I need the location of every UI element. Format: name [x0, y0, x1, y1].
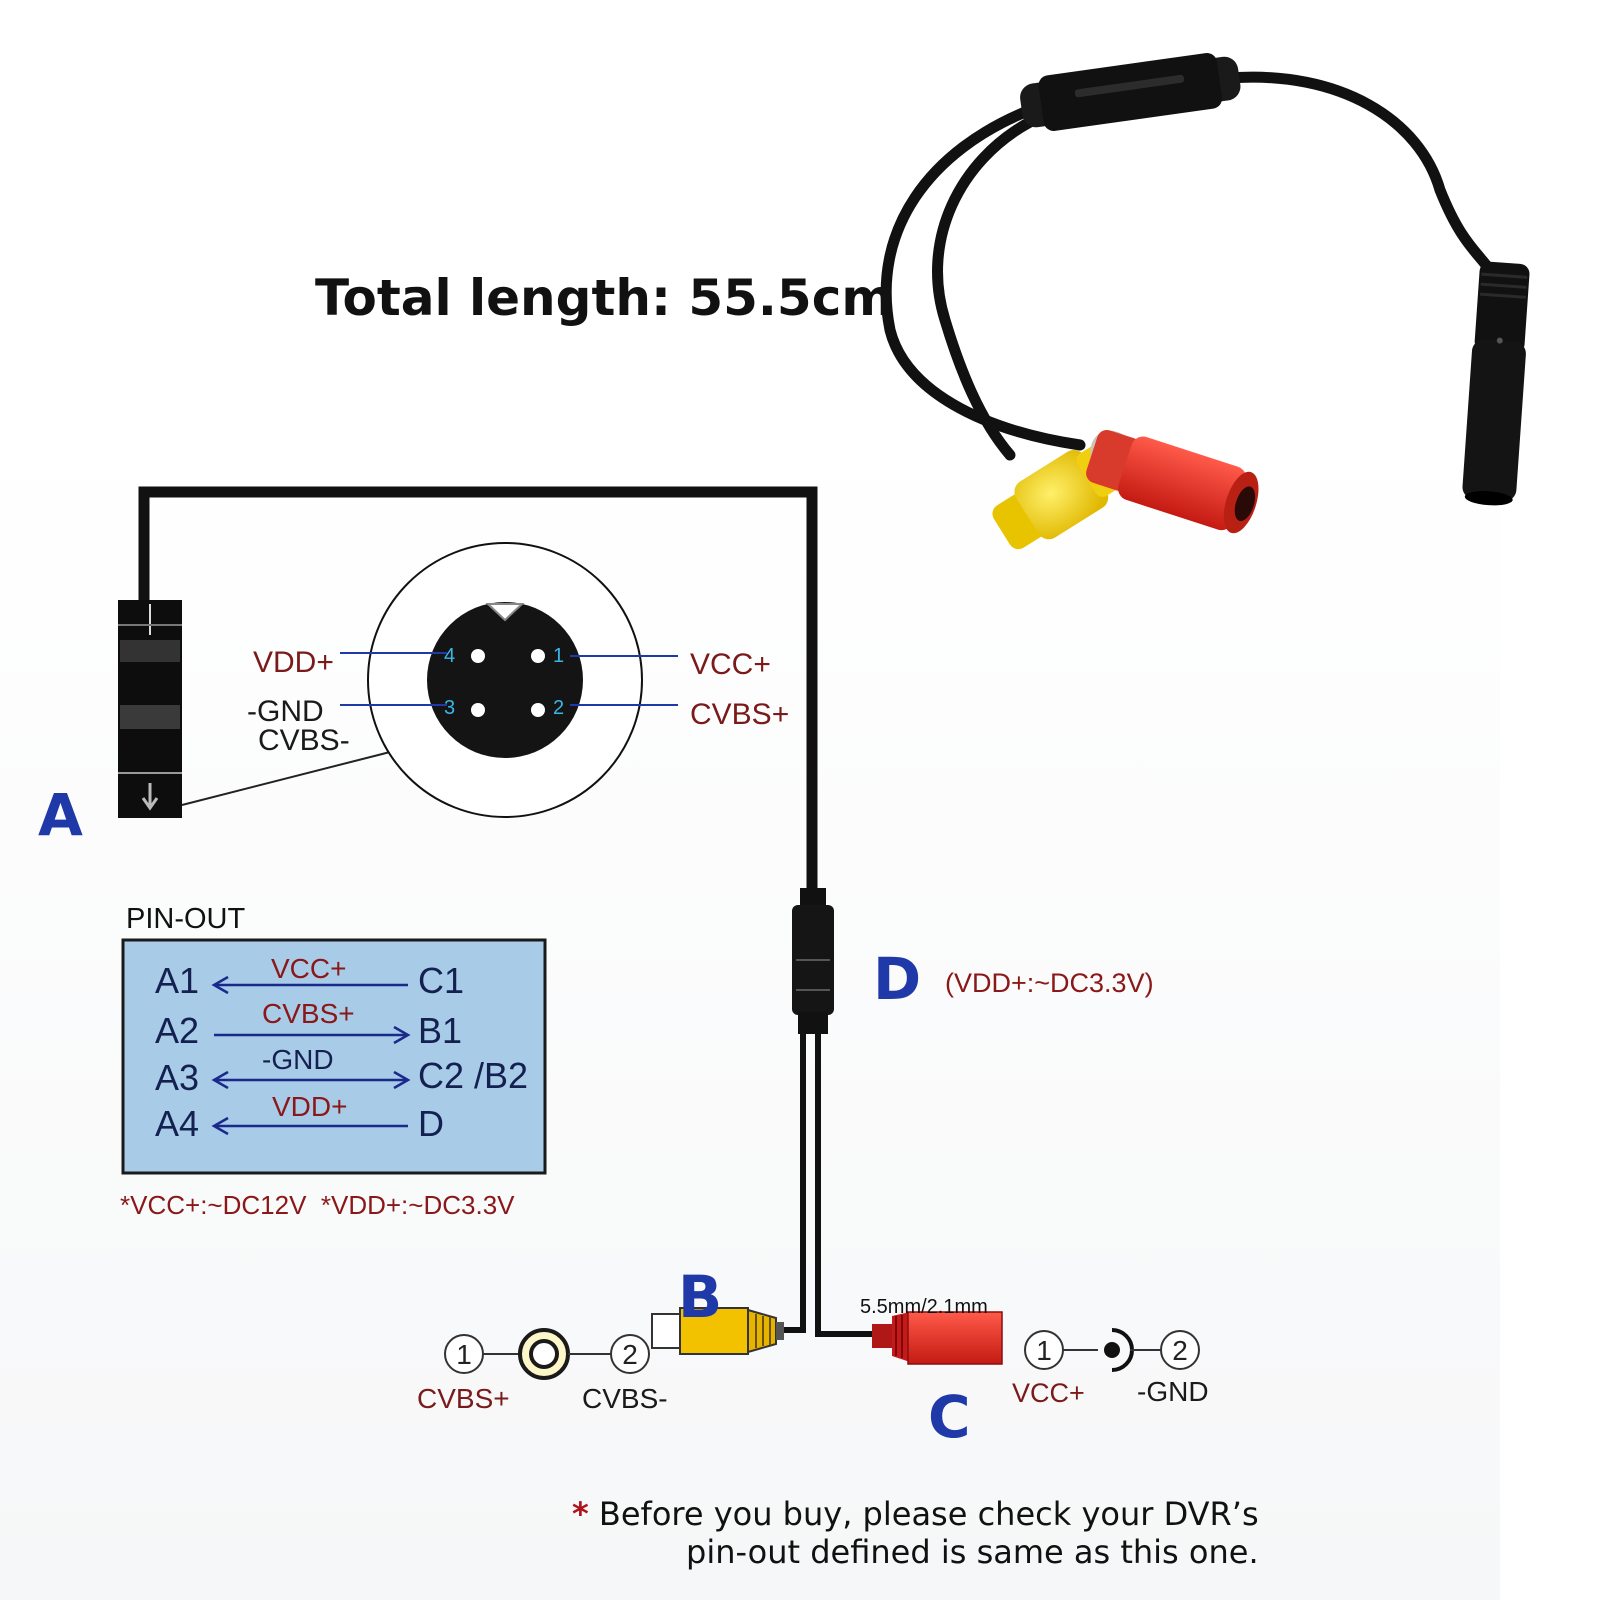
pin-3-num: 3	[444, 697, 455, 719]
c-label-vcc: VCC+	[1012, 1378, 1085, 1408]
connector-b-plug	[651, 1307, 784, 1355]
pinout-table-bg	[121, 938, 547, 1175]
b-pin-2: 2	[622, 1339, 638, 1370]
rca-symbol	[444, 1328, 650, 1380]
pinout-row-4-right: D	[418, 1103, 444, 1144]
pinout-row-1-signal: VCC+	[271, 953, 347, 984]
connector-c-plug	[872, 1311, 1003, 1365]
pinout-row-2-left: A2	[155, 1010, 200, 1051]
dc-jack-symbol	[1024, 1328, 1200, 1372]
pin-3-label-cvbs: CVBS-	[258, 724, 350, 757]
pinout-row-4-left: A4	[155, 1103, 200, 1144]
pinout-row-3-signal: -GND	[262, 1044, 334, 1075]
connector-a-face: 4 3 1 2	[340, 542, 678, 818]
pinout-row-1-left: A1	[155, 960, 200, 1001]
pin-2-num: 2	[553, 697, 564, 719]
pin-2-label: CVBS+	[690, 698, 790, 731]
connector-d-plug	[792, 888, 834, 1034]
note-line-1: Before you buy, please check your DVR’s	[598, 1495, 1259, 1533]
pinout-row-1-right: C1	[418, 960, 465, 1001]
c-pin-1: 1	[1036, 1335, 1052, 1366]
pin-4-label: VDD+	[253, 646, 334, 679]
buyer-note: * Before you buy, please check your DVR’…	[572, 1495, 1259, 1571]
pinout-footnote: *VCC+:~DC12V *VDD+:~DC3.3V	[120, 1190, 515, 1220]
note-star: *	[572, 1495, 589, 1533]
connector-d-note: (VDD+:~DC3.3V)	[945, 968, 1154, 998]
connector-a-letter: A	[38, 781, 83, 849]
b-label-cvbs-minus: CVBS-	[582, 1383, 668, 1414]
pin-4-num: 4	[444, 645, 455, 667]
zoom-pointer	[181, 751, 391, 806]
main-wire	[138, 486, 818, 890]
connector-a-plug	[118, 600, 182, 818]
pinout-row-4-signal: VDD+	[272, 1091, 348, 1122]
b-pin-1: 1	[456, 1339, 472, 1370]
wire-to-c	[815, 1032, 872, 1337]
pinout-row-3-right: C2 /B2	[418, 1055, 529, 1096]
pinout-row-2-right: B1	[418, 1010, 463, 1051]
connector-c-letter: C	[928, 1383, 971, 1451]
note-line-2: pin-out defined is same as this one.	[686, 1533, 1259, 1571]
total-length-title: Total length: 55.5cm	[315, 269, 894, 327]
b-label-cvbs-plus: CVBS+	[417, 1383, 510, 1414]
pin-1-num: 1	[553, 645, 564, 667]
connector-d-letter: D	[873, 945, 922, 1013]
connector-c-size: 5.5mm/2.1mm	[860, 1296, 988, 1318]
connector-b-letter: B	[678, 1263, 723, 1331]
pinout-row-3-left: A3	[155, 1057, 200, 1098]
pin-1-label: VCC+	[690, 648, 771, 681]
pinout-heading: PIN-OUT	[126, 903, 246, 935]
c-pin-2: 2	[1172, 1335, 1188, 1366]
pin-3-label-gnd: -GND	[247, 695, 324, 728]
product-photo	[880, 53, 1530, 550]
c-label-gnd: -GND	[1137, 1376, 1209, 1407]
pinout-row-2-signal: CVBS+	[262, 998, 355, 1029]
